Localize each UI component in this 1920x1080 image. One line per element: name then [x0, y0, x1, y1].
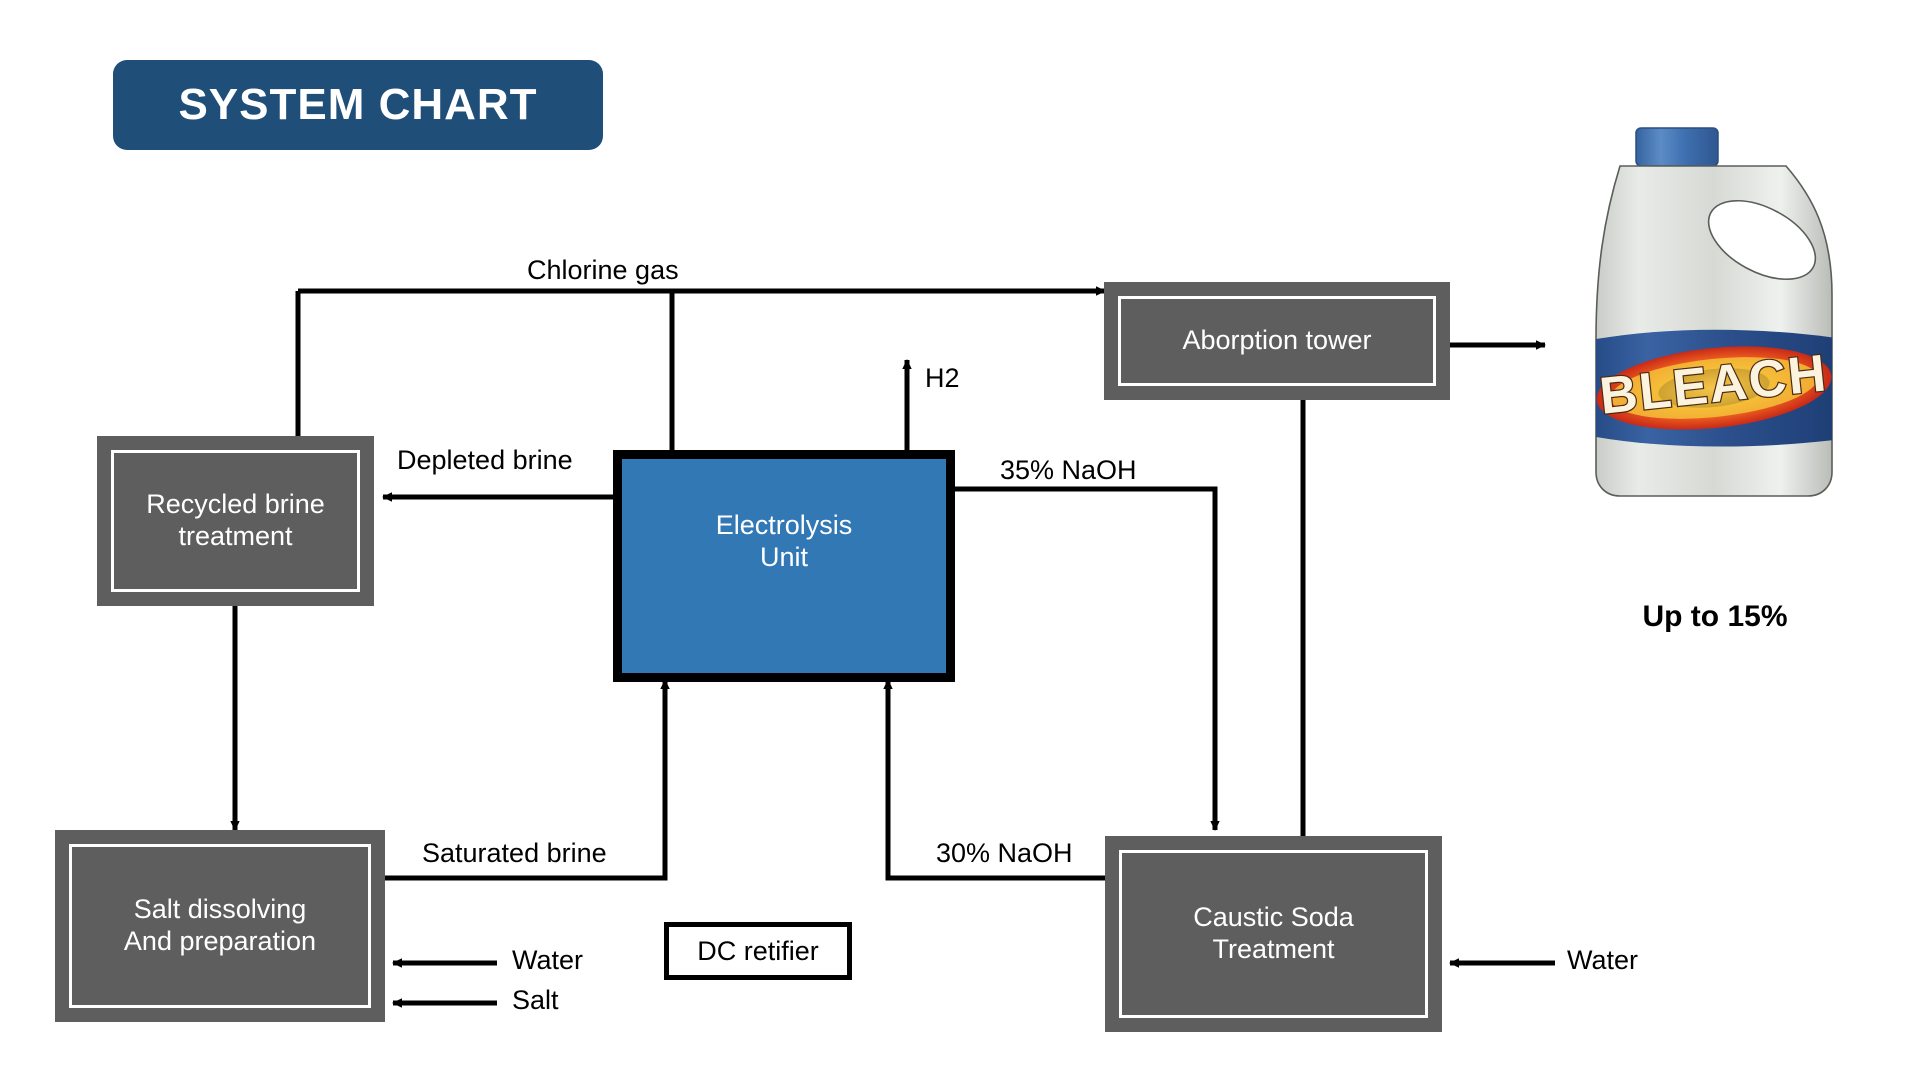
absorption-tower-label: Aborption tower: [1182, 325, 1372, 356]
flow-label-chlorine-gas: Chlorine gas: [527, 255, 679, 285]
flow-label-water-left: Water: [512, 945, 584, 975]
bottle-handle-hole: [1707, 199, 1817, 281]
page-title: SYSTEM CHART: [178, 80, 538, 129]
electrolysis-label: Electrolysis Unit: [715, 510, 853, 573]
flow-label-salt-left: Salt: [512, 985, 559, 1015]
recycled-brine-label: Recycled brine treatment: [146, 489, 325, 551]
caustic-soda-label: Caustic Soda Treatment: [1193, 902, 1354, 964]
bleach-concentration-caption: Up to 15%: [1642, 600, 1788, 633]
process-box-dc-retifier[interactable]: DC retifier: [664, 922, 852, 980]
dc-retifier-label: DC retifier: [697, 935, 819, 966]
page-title-banner: SYSTEM CHART: [113, 60, 603, 150]
flow-label-water-right: Water: [1567, 945, 1639, 975]
line-35-naoh: [950, 486, 1220, 831]
process-box-caustic-soda-treatment[interactable]: Caustic Soda Treatment: [1105, 836, 1442, 1032]
flow-label-h2: H2: [925, 363, 960, 393]
process-box-absorption-tower[interactable]: Aborption tower: [1104, 282, 1450, 400]
flow-label-depleted-brine: Depleted brine: [397, 445, 573, 475]
recycled-brine-inner-frame: Recycled brine treatment: [111, 450, 360, 592]
bottle-cap: [1635, 127, 1719, 167]
process-box-electrolysis-unit[interactable]: Electrolysis Unit: [613, 450, 955, 682]
process-box-recycled-brine-treatment[interactable]: Recycled brine treatment: [97, 436, 374, 606]
line-chlorine-to-absorption: [669, 286, 1106, 455]
flow-label-30-naoh: 30% NaOH: [936, 838, 1073, 868]
salt-dissolving-inner-frame: Salt dissolving And preparation: [69, 844, 371, 1008]
absorption-tower-inner-frame: Aborption tower: [1118, 296, 1436, 386]
flow-label-35-naoh: 35% NaOH: [1000, 455, 1137, 485]
flow-label-saturated-brine: Saturated brine: [422, 838, 607, 868]
bottle-label-oval-inner: [1610, 357, 1818, 419]
process-box-salt-dissolving[interactable]: Salt dissolving And preparation: [55, 830, 385, 1022]
caustic-soda-inner-frame: Caustic Soda Treatment: [1119, 850, 1428, 1018]
bleach-bottle-illustration: BLEACH: [1595, 127, 1833, 497]
salt-dissolving-label: Salt dissolving And preparation: [123, 894, 317, 956]
